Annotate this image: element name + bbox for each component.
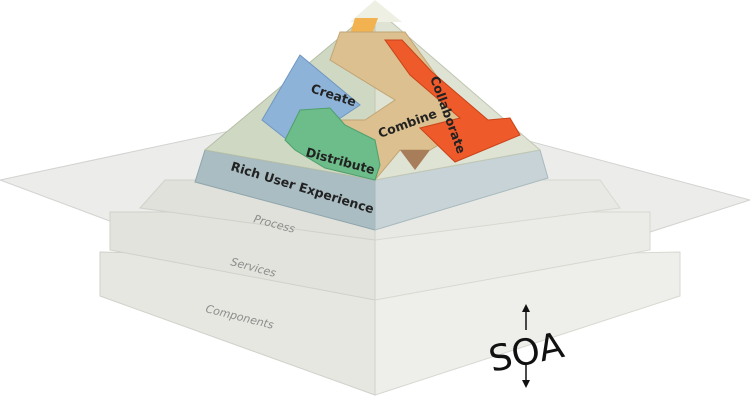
apex-cap: [350, 0, 402, 22]
collaborate-tier: [384, 39, 521, 163]
distribute-tier: [284, 107, 381, 181]
soa-arrow-down-head: [522, 380, 530, 388]
apex-orange-notch: [350, 18, 378, 34]
soa-arrow-up-head: [522, 304, 530, 312]
combine-shadow: [400, 150, 430, 170]
